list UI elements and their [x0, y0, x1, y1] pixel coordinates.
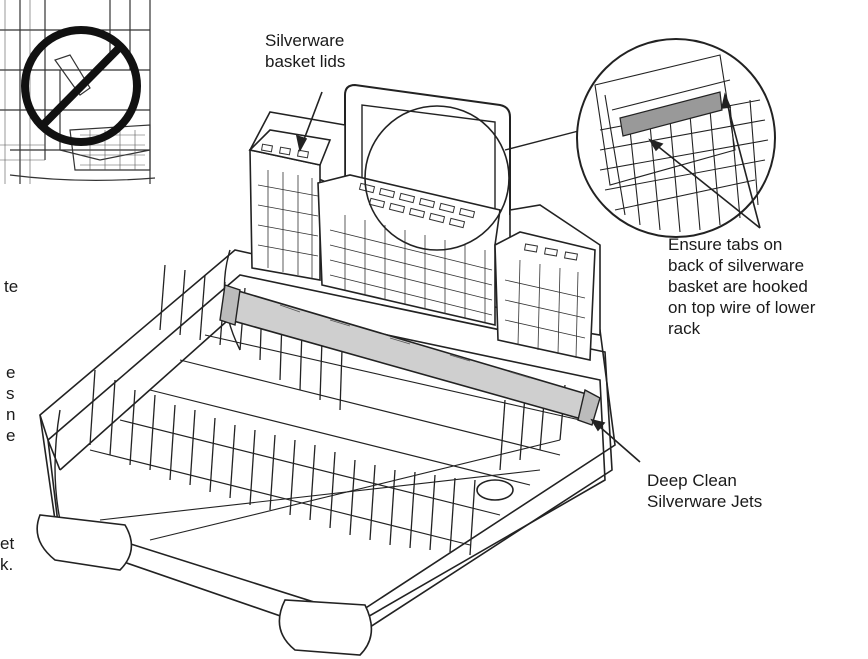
- detail-magnifier-circle: [364, 38, 776, 251]
- inset-prohibited-placement: [0, 0, 160, 184]
- label-lids-line-1: Silverware: [265, 31, 345, 50]
- label-lids-line-2: basket lids: [265, 52, 346, 71]
- no-symbol-icon: [21, 26, 141, 146]
- left-fragment-1: te: [4, 277, 19, 296]
- label-tabs-line-3: basket are hooked: [668, 277, 808, 296]
- left-fragment-7: k.: [0, 555, 14, 574]
- left-fragment-2: e: [6, 363, 16, 382]
- left-fragment-6: et: [0, 534, 15, 553]
- left-fragment-4: n: [6, 405, 16, 424]
- silverware-jets-manifold: [219, 284, 601, 426]
- left-fragment-5: e: [6, 426, 16, 445]
- label-tabs-line-1: Ensure tabs on: [668, 235, 783, 254]
- rack-wheels: [36, 479, 514, 656]
- label-silverware-basket-lids: Silverware basket lids: [265, 30, 345, 72]
- label-tabs-line-5: rack: [668, 319, 701, 338]
- label-ensure-tabs: Ensure tabs on back of silverware basket…: [668, 234, 815, 339]
- label-deep-clean-jets: Deep Clean Silverware Jets: [647, 470, 762, 512]
- label-tabs-line-4: on top wire of lower: [668, 298, 816, 317]
- left-fragment-3: s: [6, 384, 15, 403]
- label-jets-line-1: Deep Clean: [647, 471, 737, 490]
- callout-lines: [295, 91, 761, 463]
- label-tabs-line-2: back of silverware: [668, 256, 805, 275]
- silverware-basket: [248, 83, 601, 361]
- label-jets-line-2: Silverware Jets: [647, 492, 763, 511]
